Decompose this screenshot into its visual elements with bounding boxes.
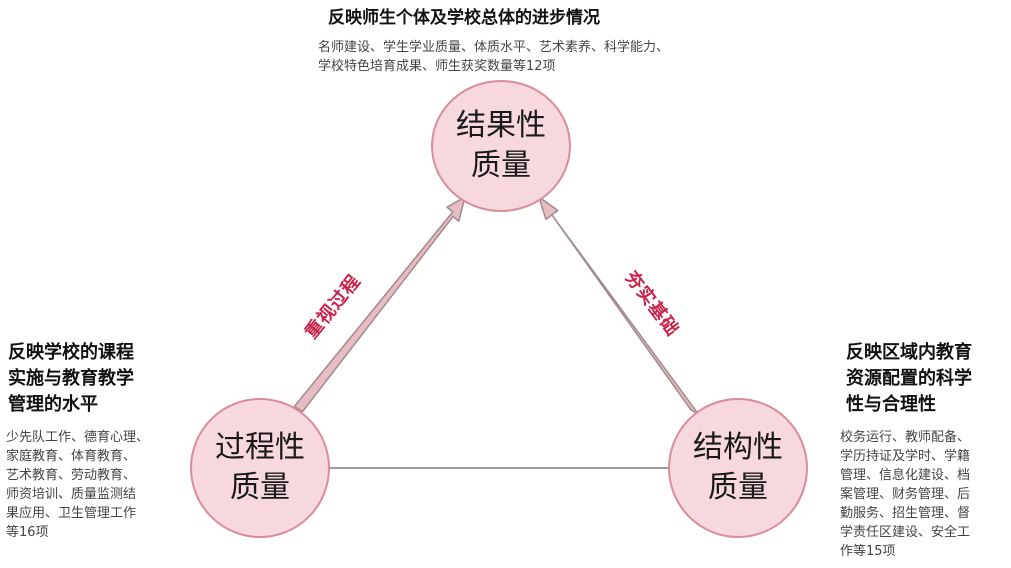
right-arrow (538, 196, 700, 416)
structure-quality-label: 结构性 质量 (693, 430, 783, 505)
outcome-quality-label: 结果性 质量 (456, 108, 546, 183)
right-description: 校务运行、教师配备、 学历持证及学时、学籍 管理、信息化建设、档 案管理、财务管… (840, 430, 971, 559)
process-quality-label: 过程性 质量 (215, 430, 305, 505)
right-heading: 反映区域内教育 资源配置的科学 性与合理性 (846, 342, 972, 415)
process-quality-node: 过程性 质量 (190, 398, 330, 538)
structure-quality-node: 结构性 质量 (668, 398, 808, 538)
left-arrow (293, 196, 466, 413)
outcome-quality-node: 结果性 质量 (431, 80, 571, 212)
left-heading: 反映学校的课程 实施与教育教学 管理的水平 (8, 342, 134, 415)
top-description: 名师建设、学生学业质量、体质水平、艺术素养、科学能力、 学校特色培育成果、师生获… (318, 40, 670, 74)
top-heading: 反映师生个体及学校总体的进步情况 (328, 8, 600, 28)
left-description: 少先队工作、德育心理、 家庭教育、体育教育、 艺术教育、劳动教育、 师资培训、质… (6, 430, 150, 540)
